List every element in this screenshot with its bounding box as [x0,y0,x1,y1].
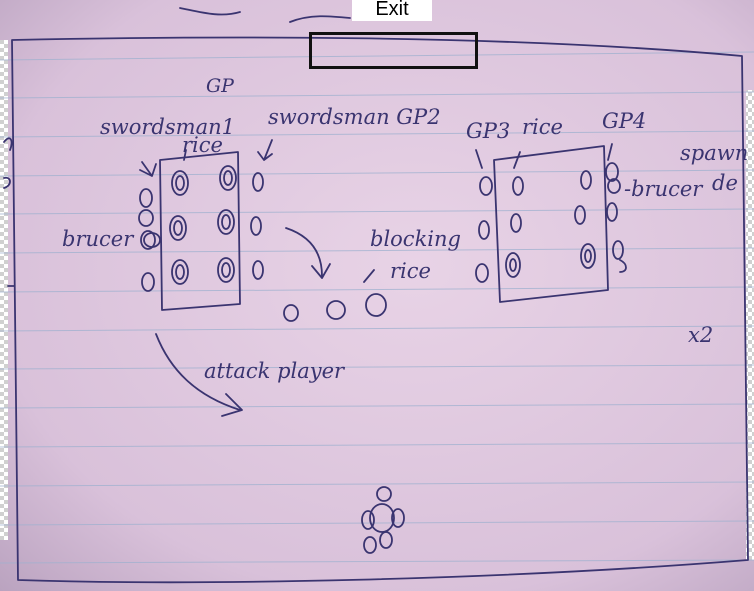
label-x2: x2 [688,323,713,347]
label-spawn: spawn [680,141,748,165]
label-rice-left: rice [182,133,223,157]
label-rice-blocking: rice [390,259,431,283]
right-edge-checker [746,90,754,560]
label-attack-player: attack player [204,359,346,383]
label-blocking: blocking [370,227,461,251]
label-brucer-right: -brucer [624,177,704,201]
group-box-left [159,151,241,311]
label-gp3: GP3 [466,119,510,143]
label-swordsman1: swordsman1 [100,115,235,139]
label-de: de [712,171,738,195]
exit-label: Exit [352,0,432,21]
ruled-lines [0,51,754,564]
top-scribble [179,7,351,23]
map-border [11,36,749,584]
label-gp4: GP4 [602,109,646,133]
left-margin-scribble [3,137,15,287]
group-box-right [493,145,609,303]
arrows [139,139,613,417]
exit-zone [309,32,478,69]
label-brucer: brucer [62,227,135,251]
label-rice-right: rice [522,115,563,139]
label-swordsman-gp2: swordsman GP2 [268,105,441,129]
label-gp: GP [206,75,235,97]
unit-markers [138,162,627,554]
left-edge-checker [0,40,8,540]
